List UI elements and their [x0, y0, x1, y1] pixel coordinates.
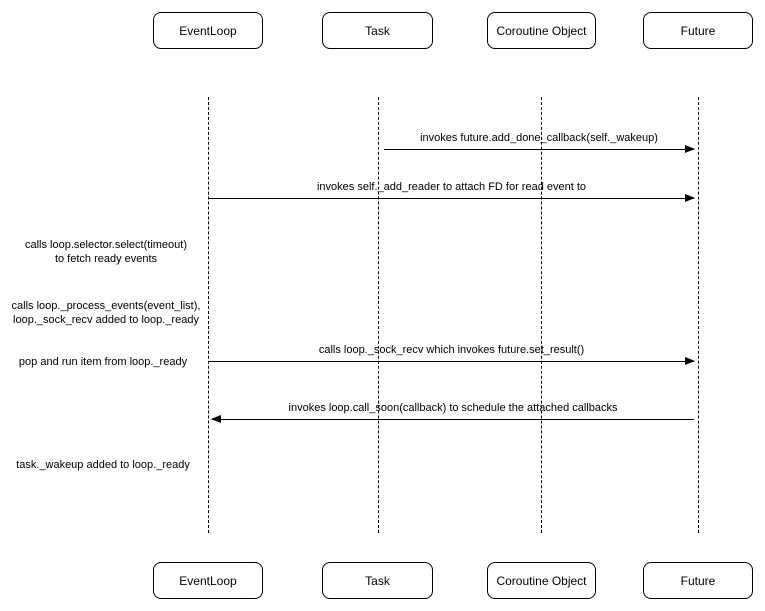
actor-label: Coroutine Object	[496, 23, 587, 38]
lifeline-eventloop	[208, 97, 209, 533]
lifeline-coroutine-object	[541, 97, 542, 533]
actor-label: Task	[365, 573, 390, 588]
message-call-soon: invokes loop.call_soon(callback) to sche…	[211, 401, 694, 423]
actor-box-task-top: Task	[322, 12, 433, 49]
note-line: loop._sock_recv added to loop._ready	[13, 314, 199, 326]
message-label: invokes self._add_reader to attach FD fo…	[316, 181, 587, 193]
actor-box-future-top: Future	[643, 12, 753, 49]
actor-label: Coroutine Object	[496, 573, 587, 588]
note-task-wakeup: task._wakeup added to loop._ready	[0, 458, 206, 472]
actor-label: Future	[680, 23, 716, 38]
note-process-events: calls loop._process_events(event_list), …	[0, 299, 212, 327]
message-add-reader: invokes self._add_reader to attach FD fo…	[209, 180, 695, 202]
actor-box-coroutine-object-bottom: Coroutine Object	[487, 562, 596, 599]
arrow-right-icon	[384, 145, 695, 153]
message-add-done-callback: invokes future.add_done_callback(self._w…	[384, 131, 695, 153]
arrow-right-icon	[209, 357, 695, 365]
note-selector-select: calls loop.selector.select(timeout) to f…	[0, 238, 212, 266]
actor-box-future-bottom: Future	[643, 562, 753, 599]
actor-box-eventloop-top: EventLoop	[153, 12, 263, 49]
actor-box-eventloop-bottom: EventLoop	[153, 562, 263, 599]
note-line: to fetch ready events	[54, 253, 158, 265]
note-line: calls loop._process_events(event_list),	[11, 300, 201, 312]
actor-label: EventLoop	[179, 573, 237, 588]
arrow-right-icon	[209, 194, 695, 202]
actor-label: Future	[680, 573, 716, 588]
lifeline-task	[378, 97, 379, 533]
message-label: invokes loop.call_soon(callback) to sche…	[288, 402, 618, 414]
note-pop-run-item: pop and run item from loop._ready	[0, 355, 206, 369]
arrow-left-icon	[211, 415, 694, 423]
message-label: calls loop._sock_recv which invokes futu…	[318, 344, 585, 356]
note-line: task._wakeup added to loop._ready	[16, 459, 190, 471]
actor-label: EventLoop	[179, 23, 237, 38]
lifeline-future	[698, 97, 699, 533]
note-line: calls loop.selector.select(timeout)	[24, 239, 187, 251]
message-sock-recv: calls loop._sock_recv which invokes futu…	[209, 343, 695, 365]
actor-box-coroutine-object-top: Coroutine Object	[487, 12, 596, 49]
actor-box-task-bottom: Task	[322, 562, 433, 599]
note-line: pop and run item from loop._ready	[18, 356, 188, 368]
actor-label: Task	[365, 23, 390, 38]
message-label: invokes future.add_done_callback(self._w…	[420, 132, 658, 144]
